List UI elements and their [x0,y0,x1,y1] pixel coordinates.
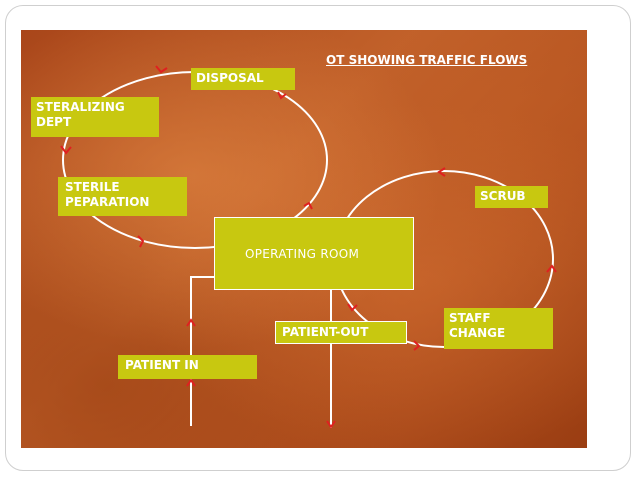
arrow-marker [326,420,336,429]
patient-in-line [190,276,215,426]
staff-change-box: STAFF CHANGE [444,308,553,349]
arrow-marker [186,318,196,327]
sterile-preparation-box: STERILE PEPARATION [58,177,187,216]
arrow-marker [155,65,168,74]
patient-out-box: PATIENT-OUT [275,321,407,344]
arrow-marker [546,264,557,273]
operating-room-box: OPERATING ROOM [214,217,414,290]
arrow-marker [437,167,446,177]
scrub-box: SCRUB [475,186,548,208]
arrow-marker [60,145,72,155]
disposal-box: DISPOSAL [191,68,295,90]
arrow-marker [303,201,313,210]
patient-in-box: PATIENT IN [118,355,257,379]
slide-title: OT SHOWING TRAFFIC FLOWS [326,53,528,67]
sterilizing-dept-box: STERALIZING DEPT [31,97,159,137]
arrow-marker [137,235,145,248]
arrow-marker [186,378,196,387]
arrow-marker [277,91,287,100]
arrow-marker [347,303,358,312]
flow-arrows [60,65,557,429]
arrow-marker [413,340,421,351]
